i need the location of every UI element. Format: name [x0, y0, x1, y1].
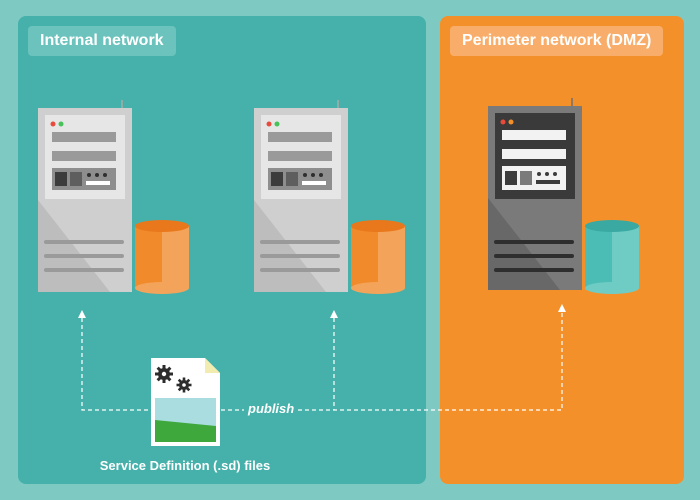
drive-bay	[52, 151, 116, 161]
publish-connector	[81, 312, 563, 411]
gear-icon	[176, 377, 192, 393]
status-light-red	[500, 119, 506, 125]
vent-line	[44, 254, 124, 258]
arrow-up-icon	[330, 310, 338, 318]
drive-bay	[502, 130, 566, 140]
sd-files-caption: Service Definition (.sd) files	[99, 458, 271, 473]
server-tower-2	[254, 100, 348, 292]
status-light-orange	[508, 119, 514, 125]
dmz-title: Perimeter network (DMZ)	[450, 26, 664, 56]
database-cylinder-3	[585, 220, 639, 294]
vent-line	[44, 268, 124, 272]
vent-line	[260, 240, 340, 244]
drive-bay	[268, 151, 332, 161]
vent-line	[260, 254, 340, 258]
vent-line	[44, 240, 124, 244]
publish-label: publish	[244, 401, 299, 416]
gear-icon	[155, 365, 173, 383]
vent-line	[494, 240, 574, 244]
drive-bay	[502, 149, 566, 159]
server-tower-1	[38, 100, 132, 292]
internal-network-title: Internal network	[28, 26, 176, 56]
status-light-red	[266, 121, 272, 127]
arrow-up-icon	[558, 304, 566, 312]
drive-bay	[268, 132, 332, 142]
status-light-green	[58, 121, 64, 127]
status-light-red	[50, 121, 56, 127]
arrowheads	[78, 304, 566, 318]
status-light-green	[274, 121, 280, 127]
vent-line	[494, 254, 574, 258]
arrow-up-icon	[78, 310, 86, 318]
server-tower-3	[488, 98, 582, 290]
database-cylinder-2	[351, 220, 405, 294]
database-cylinder-1	[135, 220, 189, 294]
sd-file-icon	[151, 358, 220, 446]
vent-line	[494, 268, 574, 272]
vent-line	[260, 268, 340, 272]
drive-bay	[52, 132, 116, 142]
